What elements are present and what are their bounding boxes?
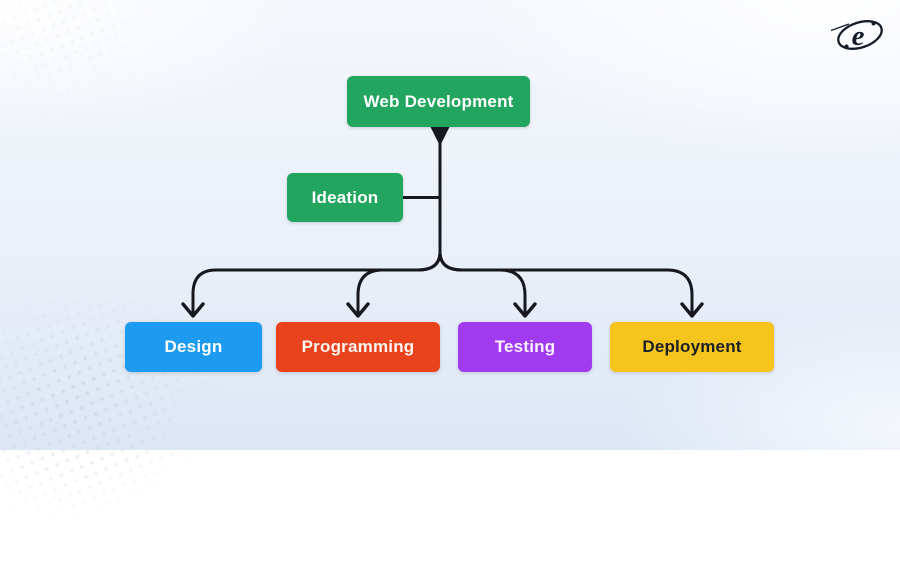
arrowhead-programming-icon [346,302,370,318]
node-web-development: Web Development [347,76,530,127]
logo-orbit-tail [830,23,850,32]
arrowhead-design-icon [181,302,205,318]
node-label: Ideation [311,187,379,207]
node-deployment: Deployment [610,322,774,372]
node-label: Programming [301,337,415,356]
node-design: Design [125,322,262,372]
arrowhead-deployment-icon [680,302,704,318]
node-label: Web Development [363,91,514,111]
logo-orbit-ellipse [837,20,883,50]
branch-testing-line [438,250,527,315]
branch-design-line [191,250,442,315]
node-testing: Testing [458,322,592,372]
node-label: Deployment [642,337,742,356]
node-ideation: Ideation [287,173,403,222]
logo-e-glyph: e [852,20,865,52]
arrowhead-testing-icon [513,302,537,318]
logo-orbit-dot-top [871,21,876,26]
logo-orbit-dot-bottom [844,44,849,49]
branch-deployment-line [438,250,694,315]
node-programming: Programming [276,322,440,372]
connector-lines [181,127,704,318]
root-arrowhead-icon [430,127,450,146]
node-label: Testing [494,337,556,356]
e-orbit-logo: e [830,20,883,52]
node-label: Design [164,337,223,356]
branch-programming-line [356,250,442,315]
